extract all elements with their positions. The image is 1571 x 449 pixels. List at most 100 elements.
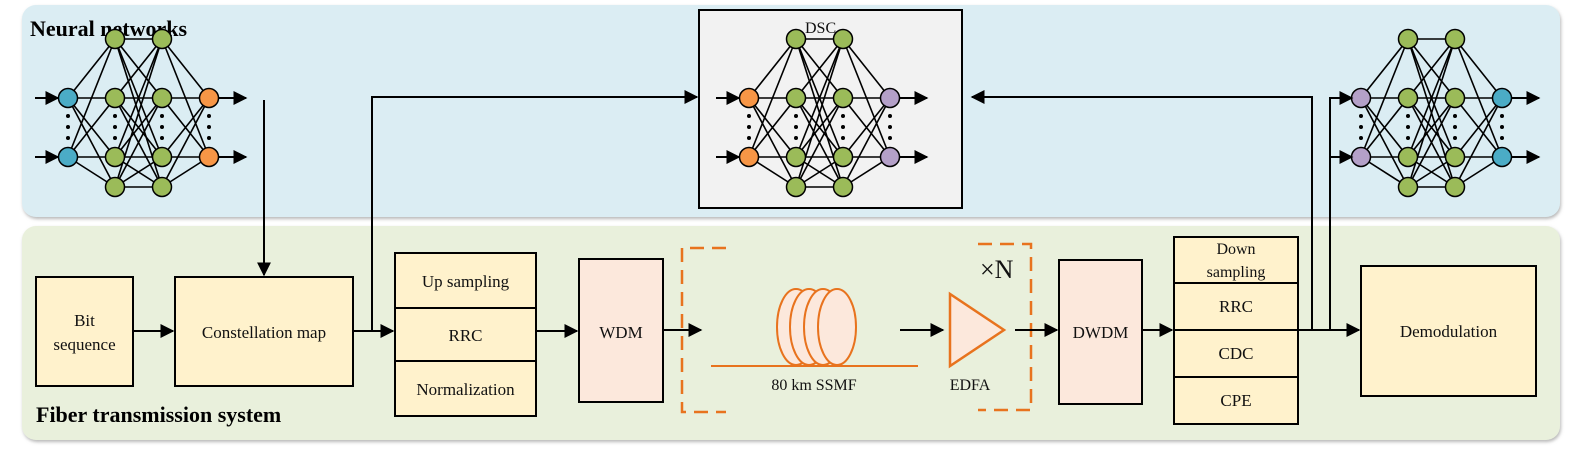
wdm-block: WDM	[578, 258, 664, 403]
ellipsis-dot	[888, 114, 892, 118]
network-edge	[795, 97, 844, 188]
ellipsis-dot	[841, 114, 845, 118]
tx-dsp-item: RRC	[448, 326, 482, 345]
network-edge	[1454, 97, 1503, 188]
ellipsis-dot	[1406, 136, 1410, 140]
constellation-map-label: Constellation map	[202, 323, 326, 342]
network-edge	[1454, 97, 1503, 158]
ellipsis-dot	[794, 114, 798, 118]
ellipsis-dot	[1359, 136, 1363, 140]
hidden-node	[1397, 87, 1419, 109]
tx-dsp-stack: Up sampling RRC Normalization	[394, 252, 537, 417]
rx-dsp-item: CPE	[1220, 391, 1251, 410]
ellipsis-dot	[1453, 114, 1457, 118]
constellation-map-block: Constellation map	[174, 276, 354, 387]
wdm-label: WDM	[599, 323, 642, 342]
ellipsis-dot	[207, 136, 211, 140]
network-edge	[748, 38, 797, 158]
hidden-node	[1444, 176, 1466, 198]
input-node	[1350, 146, 1372, 168]
ellipsis-dot	[1500, 114, 1504, 118]
hidden-node	[832, 146, 854, 168]
network-edge	[1407, 38, 1456, 99]
network-edge	[748, 97, 797, 158]
hidden-node	[151, 28, 173, 50]
dsc-box	[698, 9, 963, 209]
output-node	[198, 87, 220, 109]
arrow-rx-to-decoder-top	[1329, 91, 1354, 330]
demodulation-label: Demodulation	[1400, 322, 1498, 341]
ellipsis-dot	[160, 114, 164, 118]
ellipsis-dot	[1359, 125, 1363, 129]
bit-sequence-line1: Bit	[74, 311, 95, 330]
ellipsis-dot	[747, 136, 751, 140]
network-edge	[748, 38, 797, 99]
ellipsis-dot	[794, 136, 798, 140]
encoder-network	[35, 28, 248, 198]
output-node	[198, 146, 220, 168]
network-edge	[795, 38, 844, 158]
ellipsis-dot	[1359, 114, 1363, 118]
ellipsis-dot	[160, 136, 164, 140]
hidden-node	[832, 176, 854, 198]
hidden-node	[151, 176, 173, 198]
hidden-node	[785, 176, 807, 198]
network-edge	[161, 38, 210, 99]
edfa-label: EDFA	[950, 377, 991, 394]
network-edge	[161, 97, 210, 188]
network-edge	[1407, 38, 1456, 158]
hidden-node	[104, 176, 126, 198]
rx-dsp-item: RRC	[1219, 297, 1253, 316]
hidden-node	[785, 146, 807, 168]
tx-dsp-item: Normalization	[416, 380, 515, 399]
hidden-node	[104, 146, 126, 168]
network-edge	[1454, 38, 1503, 99]
network-edge	[67, 38, 116, 99]
dsc-network	[716, 28, 929, 198]
arrow-rx-to-dsc	[970, 90, 1313, 330]
ellipsis-dot	[66, 136, 70, 140]
ellipsis-dot	[747, 125, 751, 129]
ellipsis-dot	[1500, 136, 1504, 140]
ellipsis-dot	[1500, 125, 1504, 129]
hidden-node	[1444, 28, 1466, 50]
network-edge	[1360, 38, 1409, 158]
ellipsis-dot	[1453, 136, 1457, 140]
network-edge	[842, 97, 891, 158]
arrow-tx-to-dsc	[371, 90, 699, 331]
ellipsis-dot	[1453, 125, 1457, 129]
input-node	[57, 87, 79, 109]
ellipsis-dot	[794, 125, 798, 129]
input-node	[1350, 87, 1372, 109]
network-edge	[842, 97, 891, 188]
network-edge	[161, 97, 210, 158]
rx-dsp-stack: Down sampling RRC CDC CPE	[1173, 236, 1299, 425]
output-node	[1491, 146, 1513, 168]
network-edge	[795, 38, 844, 99]
input-node	[738, 146, 760, 168]
fiber-spool-icon	[711, 288, 918, 367]
network-edge	[67, 38, 116, 158]
network-edge	[114, 38, 163, 158]
hidden-node	[151, 87, 173, 109]
ellipsis-dot	[113, 125, 117, 129]
input-node	[57, 146, 79, 168]
decoder-network	[1350, 28, 1541, 198]
ellipsis-dot	[207, 114, 211, 118]
network-edge	[67, 97, 116, 188]
hidden-node	[785, 87, 807, 109]
ellipsis-dot	[207, 125, 211, 129]
bit-sequence-block: Bit sequence	[35, 276, 134, 387]
ellipsis-dot	[888, 136, 892, 140]
dsc-label: DSC	[805, 20, 836, 37]
network-edge	[842, 38, 891, 99]
ellipsis-dot	[160, 125, 164, 129]
ellipsis-dot	[66, 114, 70, 118]
hidden-node	[1397, 146, 1419, 168]
network-edge	[1407, 97, 1456, 158]
loop-count-label: ×N	[980, 255, 1014, 284]
hidden-node	[104, 87, 126, 109]
ellipsis-dot	[1406, 125, 1410, 129]
fiber-label: 80 km SSMF	[771, 377, 856, 394]
